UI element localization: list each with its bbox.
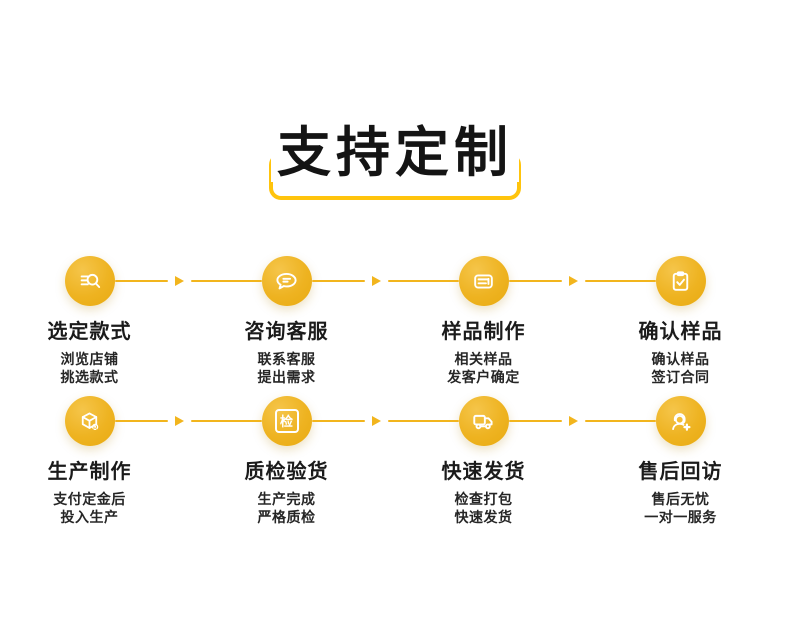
step-title: 确认样品 [638,321,723,343]
step-description-line: 签订合同 [651,368,710,385]
step-description: 浏览店铺 挑选款式 [61,351,119,386]
step-icon-badge [64,256,115,306]
step-title: 质检验货 [244,461,329,483]
step-description: 相关样品 发客户确定 [447,351,520,386]
clipboard-check-icon [667,268,694,295]
step-icon-badge [655,256,706,306]
step-description-line: 检查打包 [454,491,513,507]
step-description-line: 发客户确定 [447,368,520,385]
step-icon-badge [261,256,312,306]
arrowhead-icon [569,276,578,286]
step-description-line: 严格质检 [257,508,316,525]
step-description: 联系客服 提出需求 [258,351,316,386]
arrow-line [509,280,562,282]
step-description: 售后无忧 一对一服务 [644,491,717,526]
arrowhead-icon [372,416,381,426]
step-description: 确认样品 签订合同 [652,351,710,386]
step-icon-badge [458,256,509,306]
step-description-line: 确认样品 [651,351,710,367]
sample-document-icon [470,268,497,295]
chat-bubble-icon [273,268,300,295]
flow-arrow [115,276,262,286]
arrow-line [191,420,262,422]
step-description-line: 相关样品 [454,351,513,367]
step-icon-badge: 检 [261,396,312,446]
arrow-line [312,420,365,422]
step-title: 样品制作 [441,321,526,343]
arrow-line [509,420,562,422]
step-item-1: 选定款式 浏览店铺 挑选款式 [0,256,188,386]
step-description-line: 挑选款式 [60,368,119,385]
arrowhead-icon [175,276,184,286]
step-icon-badge [458,396,509,446]
step-icon-badge [655,396,706,446]
step-title: 选定款式 [47,321,132,343]
delivery-truck-icon [470,408,497,435]
step-description-line: 生产完成 [257,491,316,507]
process-row-1: 选定款式 浏览店铺 挑选款式 咨询客服 联系客服 提出需求 [0,256,779,386]
step-description-line: 快速发货 [454,508,513,525]
arrow-line [115,280,168,282]
arrow-line [585,280,656,282]
step-title: 咨询客服 [244,321,329,343]
arrow-line [388,280,459,282]
arrow-line [585,420,656,422]
step-description-line: 支付定金后 [53,491,126,507]
arrowhead-icon [569,416,578,426]
flow-arrow [115,416,262,426]
arrowhead-icon [175,416,184,426]
process-row-2: 生产制作 支付定金后 投入生产 检 质检验货 生产完成 严格质检 [0,396,779,526]
aftersales-headset-icon [667,408,694,435]
step-description-line: 联系客服 [257,351,316,367]
step-item-3: 样品制作 相关样品 发客户确定 [385,256,582,386]
step-description-line: 提出需求 [257,368,316,385]
arrow-line [388,420,459,422]
step-description: 支付定金后 投入生产 [53,491,126,526]
flow-arrow [312,416,459,426]
arrow-line [312,280,365,282]
step-item-8: 售后回访 售后无忧 一对一服务 [582,396,779,526]
step-description: 生产完成 严格质检 [258,491,316,526]
arrow-line [191,280,262,282]
flow-arrow [509,416,656,426]
arrowhead-icon [372,276,381,286]
step-description-line: 一对一服务 [644,508,717,525]
step-item-6: 检 质检验货 生产完成 严格质检 [188,396,385,526]
step-item-2: 咨询客服 联系客服 提出需求 [188,256,385,386]
step-title: 快速发货 [441,461,526,483]
step-description-line: 售后无忧 [651,491,710,507]
step-description-line: 投入生产 [60,508,119,525]
flow-arrow [312,276,459,286]
inspection-icon-character: 检 [279,413,293,429]
step-item-7: 快速发货 检查打包 快速发货 [385,396,582,526]
search-list-icon [76,268,103,295]
step-item-5: 生产制作 支付定金后 投入生产 [0,396,188,526]
flow-arrow [509,276,656,286]
step-title: 售后回访 [638,461,723,483]
step-description-line: 浏览店铺 [60,351,119,367]
step-description: 检查打包 快速发货 [455,491,513,526]
step-item-4: 确认样品 确认样品 签订合同 [582,256,779,386]
production-box-gear-icon [76,408,103,435]
page-title: 支持定制 [271,124,519,182]
step-icon-badge [64,396,115,446]
arrow-line [115,420,168,422]
inspection-box-icon: 检 [274,409,299,433]
step-title: 生产制作 [47,461,132,483]
title-section: 支持定制 [0,124,790,200]
